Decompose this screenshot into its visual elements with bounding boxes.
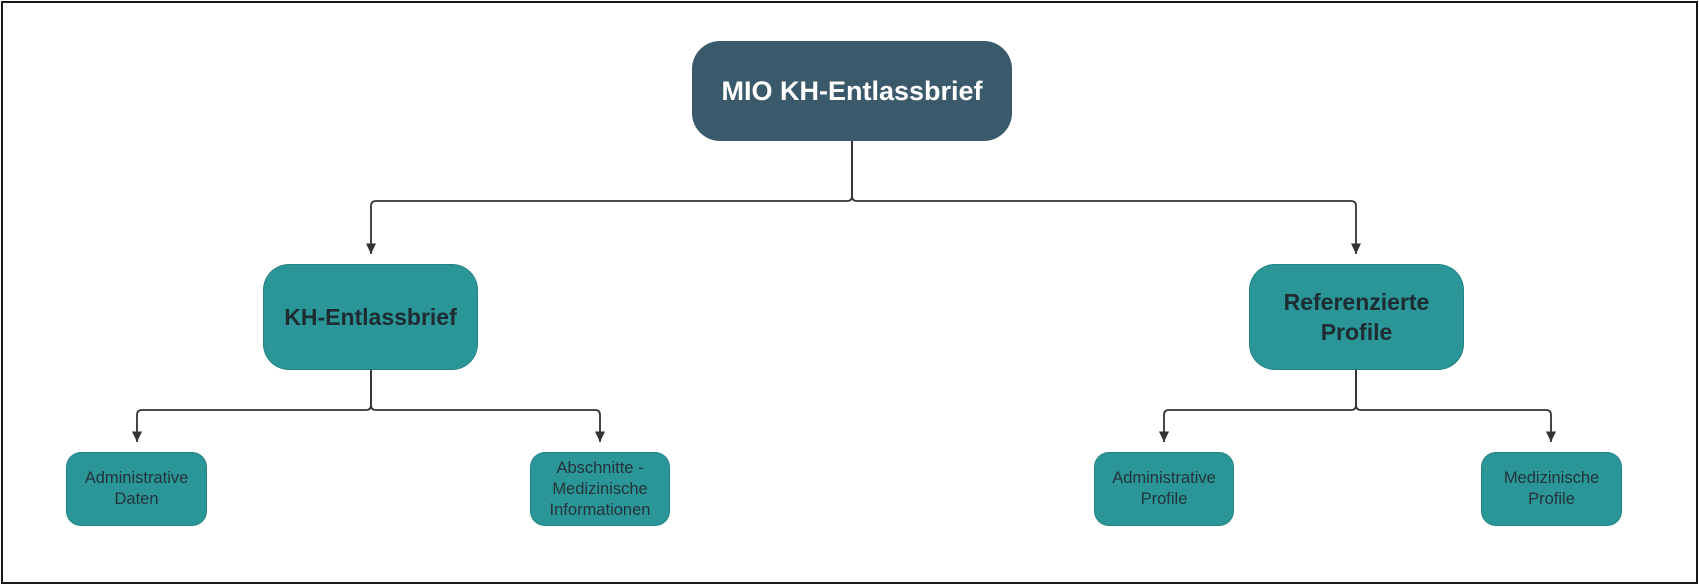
edge-kh-to-abschnitte bbox=[370, 370, 605, 442]
node-administrative-daten: Administrative Daten bbox=[66, 452, 207, 526]
edge-kh-to-admin-daten bbox=[132, 370, 372, 442]
edge-root-to-ref bbox=[851, 141, 1361, 254]
node-medizinische-profile-label: Medizinische Profile bbox=[1503, 469, 1600, 508]
node-abschnitte-label: Abschnitte - Medizinische Informationen bbox=[549, 458, 651, 519]
node-medizinische-profile: Medizinische Profile bbox=[1481, 452, 1622, 526]
node-abschnitte-medizinische-informationen: Abschnitte - Medizinische Informationen bbox=[530, 452, 670, 526]
node-mio-kh-entlassbrief: MIO KH-Entlassbrief bbox=[692, 41, 1012, 141]
node-administrative-daten-label: Administrative Daten bbox=[84, 469, 189, 508]
node-mio-kh-entlassbrief-label: MIO KH-Entlassbrief bbox=[721, 75, 983, 106]
node-kh-entlassbrief: KH-Entlassbrief bbox=[263, 264, 478, 370]
edge-root-to-kh bbox=[366, 141, 853, 254]
edge-ref-to-admin-profile bbox=[1159, 369, 1357, 442]
node-administrative-profile-label: Administrative Profile bbox=[1112, 469, 1216, 508]
node-kh-entlassbrief-label: KH-Entlassbrief bbox=[284, 304, 457, 330]
node-administrative-profile: Administrative Profile bbox=[1094, 452, 1234, 526]
edge-ref-to-med-profile bbox=[1355, 369, 1556, 442]
node-referenzierte-profile-label: Referenzierte Profile bbox=[1283, 289, 1430, 345]
node-referenzierte-profile: Referenzierte Profile bbox=[1249, 264, 1464, 370]
